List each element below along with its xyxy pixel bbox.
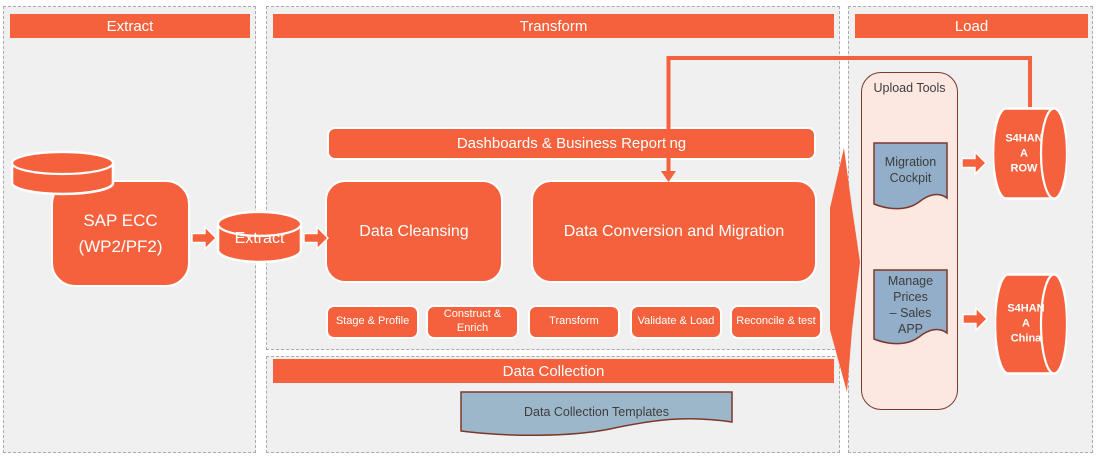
data-collection-templates-label: Data Collection Templates: [524, 405, 669, 419]
data-conversion-migration-box: Data Conversion and Migration: [531, 180, 817, 283]
source-database-cylinder-icon: [10, 150, 115, 196]
data-cleansing-box: Data Cleansing: [325, 180, 503, 283]
migration-cockpit-label: Migration Cockpit: [884, 155, 937, 185]
manage-prices-sales-app-label: Manage Prices – Sales APP: [873, 273, 948, 337]
s4hana-china-line-1: S4HAN: [1007, 302, 1045, 315]
s4hana-china-cylinder: S4HAN A China: [993, 273, 1069, 375]
step-construct-enrich: Construct & Enrich: [426, 305, 519, 339]
step-validate-load: Validate & Load: [630, 305, 722, 339]
data-collection-header: Data Collection: [273, 359, 834, 383]
s4hana-row-cylinder: S4HAN A ROW: [991, 107, 1069, 200]
extract-staging-cylinder-label: Extract: [234, 230, 285, 247]
manage-prices-line-3: – Sales: [889, 306, 932, 320]
s4hana-china-line-3: China: [1010, 332, 1042, 345]
load-header: Load: [855, 14, 1088, 38]
s4hana-row-label: S4HAN A ROW: [993, 131, 1055, 176]
manage-prices-line-4: APP: [897, 322, 923, 336]
upload-tools-panel: Upload Tools: [861, 72, 958, 410]
step-reconcile-test: Reconcile & test: [730, 305, 822, 339]
migration-cockpit-document: Migration Cockpit: [873, 142, 948, 213]
extract-header: Extract: [10, 14, 250, 38]
s4hana-row-line-2: A: [1020, 147, 1028, 159]
s4hana-row-line-3: ROW: [1010, 162, 1038, 174]
s4hana-row-line-1: S4HAN: [1005, 132, 1043, 144]
sap-ecc-box: SAP ECC (WP2/PF2): [51, 180, 190, 287]
step-transform: Transform: [528, 305, 620, 339]
s4hana-china-label: S4HAN A China: [995, 302, 1057, 347]
manage-prices-line-2: Prices: [893, 290, 928, 304]
manage-prices-line-1: Manage: [887, 274, 934, 288]
upload-tools-title: Upload Tools: [873, 81, 946, 95]
s4hana-china-line-2: A: [1022, 317, 1030, 330]
step-stage-profile: Stage & Profile: [326, 305, 419, 339]
data-collection-templates-document: Data Collection Templates: [460, 391, 733, 438]
extract-staging-cylinder: Extract: [216, 210, 303, 264]
manage-prices-sales-app-document: Manage Prices – Sales APP: [873, 269, 948, 348]
transform-header: Transform: [273, 14, 834, 38]
transform-section-panel: [266, 6, 840, 350]
dashboards-reporting-bar: Dashboards & Business Reporting: [327, 127, 816, 160]
